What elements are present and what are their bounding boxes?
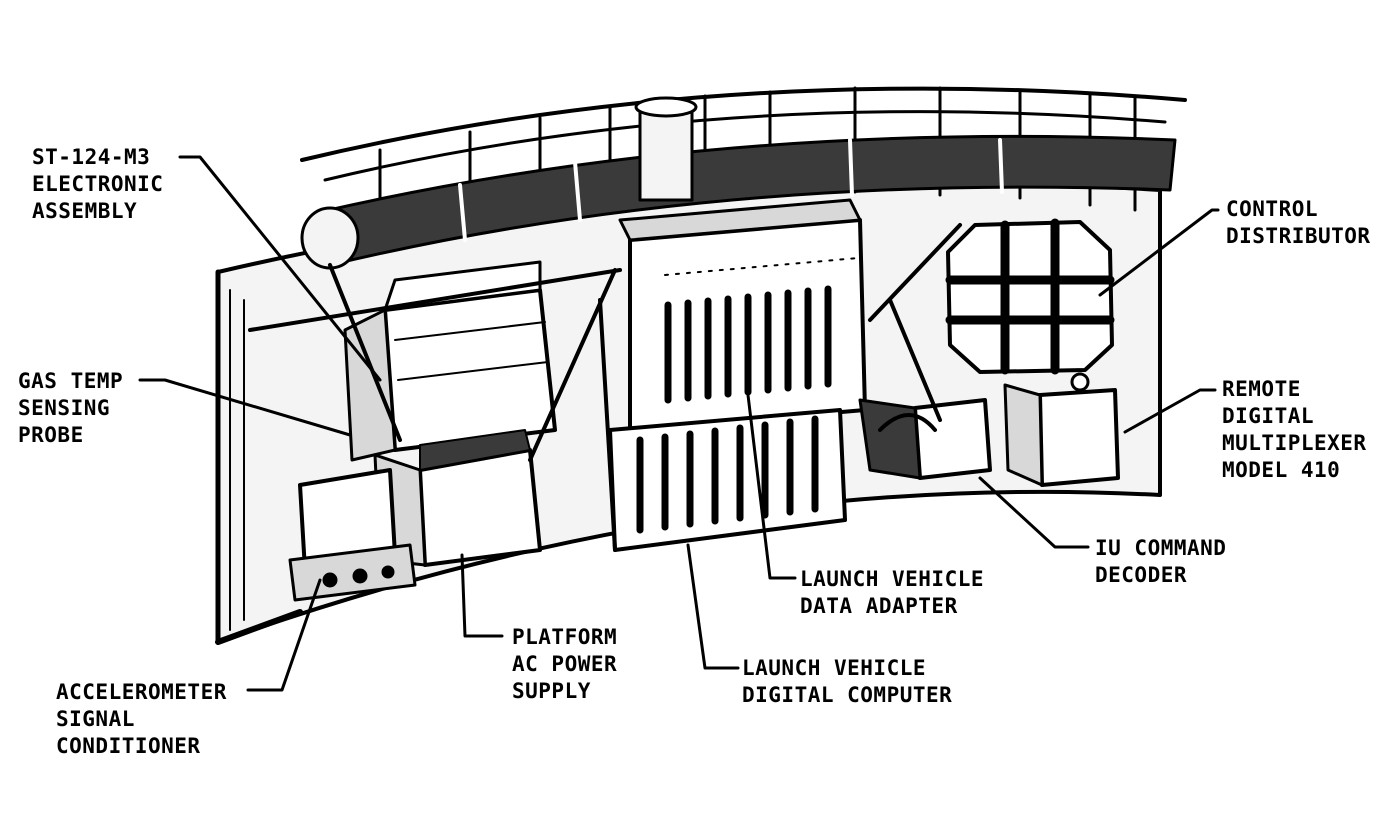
label-line: MODEL 410 [1222,458,1341,482]
leader-control-distributor [1098,208,1220,297]
label-line: AC POWER [512,652,618,676]
leader-gas-temp [138,378,352,437]
duct-t-junction [634,96,698,202]
lvdc-box [598,298,847,552]
label-line: SUPPLY [512,679,591,703]
label-line: ACCELEROMETER [56,680,227,704]
label-line: DIGITAL COMPUTER [742,683,953,707]
label-platform-power-supply: PLATFORM AC POWER SUPPLY [512,624,617,705]
label-line: DATA ADAPTER [800,594,958,618]
accelerometer-conditioner-box [288,468,417,602]
label-line: DECODER [1095,563,1188,587]
label-line: CONTROL [1226,197,1319,221]
label-iu-command-decoder: IU COMMAND DECODER [1095,535,1226,589]
label-gas-temp-probe: GAS TEMP SENSING PROBE [18,368,123,449]
label-lvda: LAUNCH VEHICLE DATA ADAPTER [800,566,984,620]
label-accelerometer-conditioner: ACCELEROMETER SIGNAL CONDITIONER [56,679,227,760]
label-st124-assembly: ST-124-M3 ELECTRONIC ASSEMBLY [32,144,163,225]
label-line: ASSEMBLY [32,199,138,223]
label-control-distributor: CONTROL DISTRIBUTOR [1226,196,1371,250]
remote-multiplexer-box [1003,372,1120,487]
label-line: ELECTRONIC [32,172,164,196]
leader-iu-decoder [978,476,1090,549]
label-line: SIGNAL [56,707,135,731]
cooling-duct [300,134,1177,270]
label-line: LAUNCH VEHICLE [742,656,927,680]
label-line: PLATFORM [512,625,618,649]
leader-remote-mux [1123,388,1217,434]
label-line: DIGITAL [1222,404,1315,428]
lvda-box [618,198,867,432]
label-line: DISTRIBUTOR [1226,224,1371,248]
label-line: MULTIPLEXER [1222,431,1367,455]
support-struts [248,223,962,462]
label-line: PROBE [18,423,84,447]
st124-assembly-box [343,260,557,462]
iu-command-decoder-box [858,398,992,480]
label-line: CONDITIONER [56,734,201,758]
leader-lvda [746,393,797,580]
leader-lines [138,155,1220,692]
label-lvdc: LAUNCH VEHICLE DIGITAL COMPUTER [742,655,952,709]
label-line: REMOTE [1222,377,1301,401]
label-line: LAUNCH VEHICLE [800,567,985,591]
control-distributor-box [945,218,1115,375]
label-remote-multiplexer: REMOTE DIGITAL MULTIPLEXER MODEL 410 [1222,376,1367,484]
leader-st124 [178,155,382,382]
label-line: SENSING [18,396,111,420]
leader-platform-power [460,553,504,638]
label-line: GAS TEMP [18,369,124,393]
label-line: IU COMMAND [1095,536,1227,560]
label-line: ST-124-M3 [32,145,151,169]
leader-lvdc [686,543,740,670]
leader-accel [246,578,322,692]
